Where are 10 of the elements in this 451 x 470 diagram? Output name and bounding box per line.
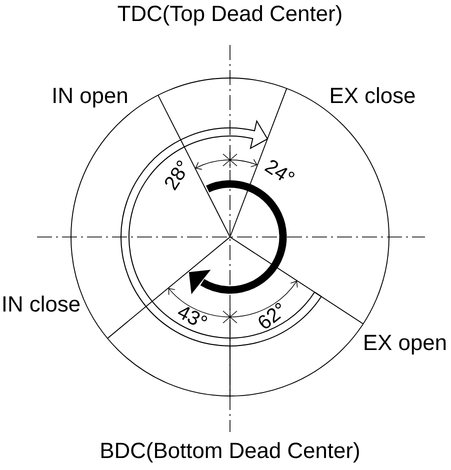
valve-event-label: IN close <box>3 296 80 312</box>
valve-event-label: EX open <box>364 334 446 355</box>
angle-label: 28° <box>165 160 185 191</box>
valve-event-label: IN open <box>54 88 127 108</box>
angle-label: 24° <box>264 160 294 180</box>
position-label: TDC(Top Dead Center) <box>118 5 342 26</box>
valve-event-label: EX close <box>331 87 415 104</box>
angle-label: 43° <box>178 307 208 325</box>
angle-label: 62° <box>258 303 282 328</box>
position-label: BDC(Bottom Dead Center) <box>101 442 359 463</box>
